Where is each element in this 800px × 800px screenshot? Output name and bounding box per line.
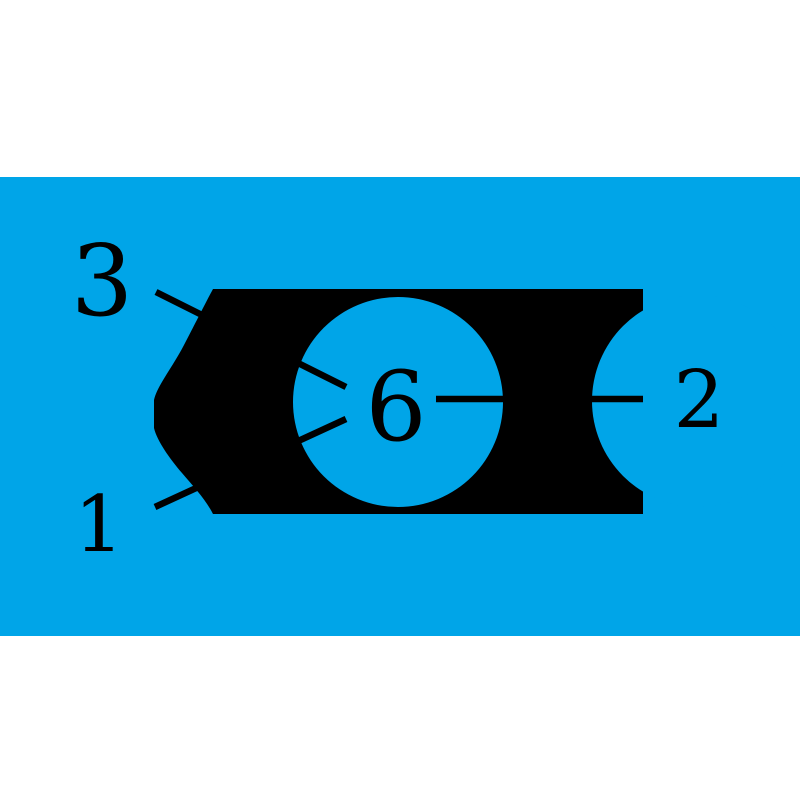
right-edge-notch — [592, 295, 800, 507]
label-center: 6 — [365, 351, 426, 463]
leader-line-3 — [154, 289, 348, 390]
label-top-left: 3 — [71, 225, 133, 339]
label-right: 2 — [674, 353, 725, 446]
leader-line-1 — [153, 416, 348, 510]
center-hole — [293, 297, 503, 507]
label-bottom-left: 1 — [74, 480, 124, 570]
